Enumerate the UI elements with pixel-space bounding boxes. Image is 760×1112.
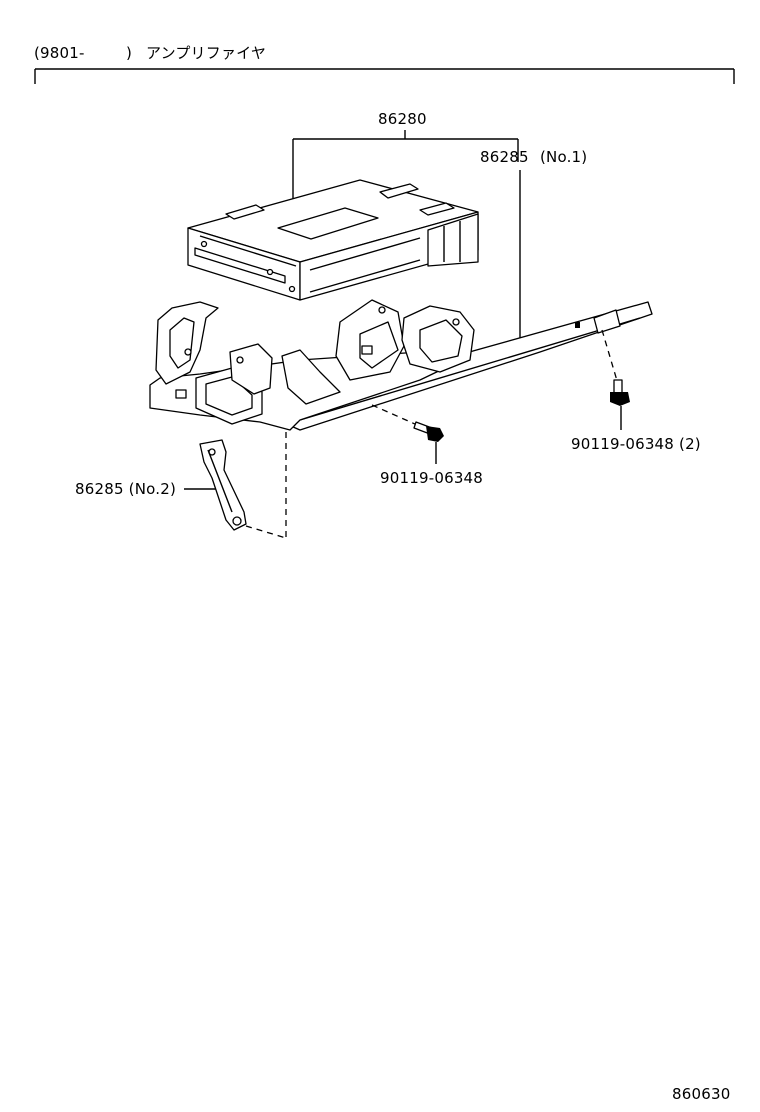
header-close-paren: ) (126, 44, 133, 62)
bracket-no1 (149, 299, 653, 431)
bolt-right-icon (610, 379, 630, 406)
header-code-range: (9801- (34, 44, 85, 62)
label-bracket-no1-number: 86285 (480, 148, 529, 166)
header-frame-line (34, 68, 735, 84)
label-amplifier: 86280 (378, 110, 427, 128)
diagram-id: 860630 (672, 1085, 731, 1103)
label-bracket-no2: 86285 (No.2) (75, 480, 177, 498)
label-bracket-no1-suffix: (No.1) (540, 148, 588, 166)
bracket-no2 (199, 439, 247, 531)
amplifier-unit (187, 179, 479, 301)
bolt-center-icon (413, 421, 444, 442)
label-bolt-right: 90119-06348 (2) (571, 435, 701, 453)
label-bolt-center: 90119-06348 (380, 469, 484, 487)
header-title: アンプリファイヤ (146, 44, 267, 62)
amplifier-leader (292, 130, 519, 205)
